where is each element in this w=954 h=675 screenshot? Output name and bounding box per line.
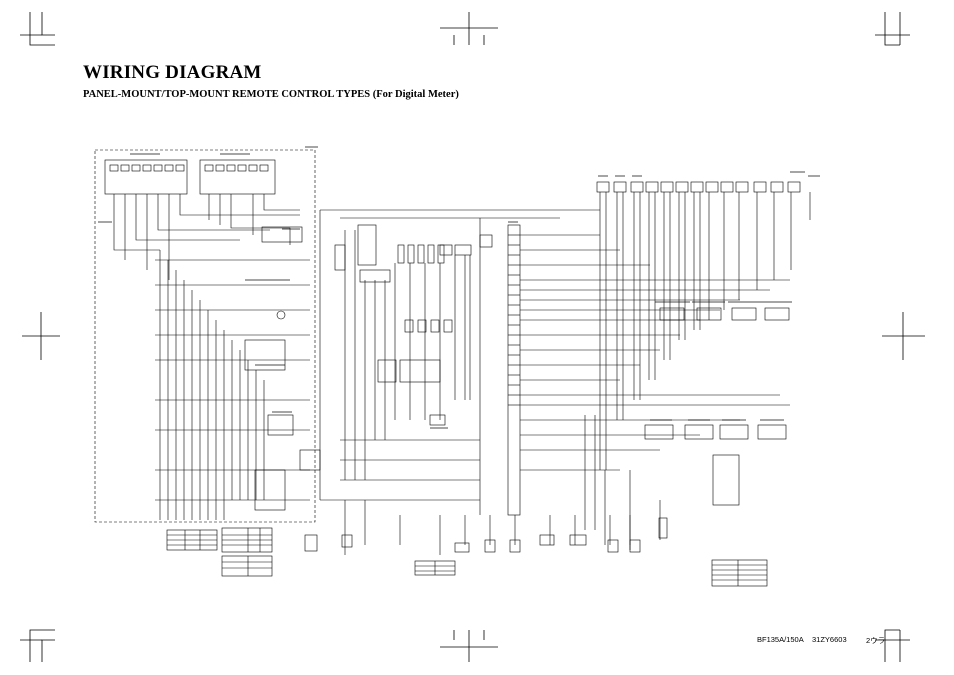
fuel-pump-box <box>429 414 446 426</box>
legend-table-left <box>166 529 218 551</box>
footer-model: BF135A/150A <box>757 635 804 644</box>
color-code-table <box>711 559 768 587</box>
page-subtitle: PANEL-MOUNT/TOP-MOUNT REMOTE CONTROL TYP… <box>83 89 459 100</box>
fuel-reserve-switch <box>261 226 303 243</box>
page-title: WIRING DIAGRAM <box>83 62 262 83</box>
footer-code: 31ZY6603 <box>812 635 847 644</box>
tachometer-box <box>104 159 188 195</box>
ignition-switch-box <box>244 339 286 371</box>
control-panel-outline <box>94 149 316 523</box>
ignition-coil-boxes <box>644 424 787 440</box>
indicator-lamp-box <box>267 414 294 436</box>
legend-table-center <box>221 527 273 577</box>
speedometer-box <box>199 159 276 195</box>
sensor-connectors <box>596 181 801 193</box>
speedometer-terminals <box>204 164 269 172</box>
legend-table-small <box>414 560 456 576</box>
fuel-injector-boxes <box>659 307 790 321</box>
tachometer-terminals <box>109 164 185 172</box>
ecm-connector <box>507 224 521 516</box>
buzzer-circle <box>276 310 286 320</box>
footer-page: 2ウラ <box>866 636 886 645</box>
